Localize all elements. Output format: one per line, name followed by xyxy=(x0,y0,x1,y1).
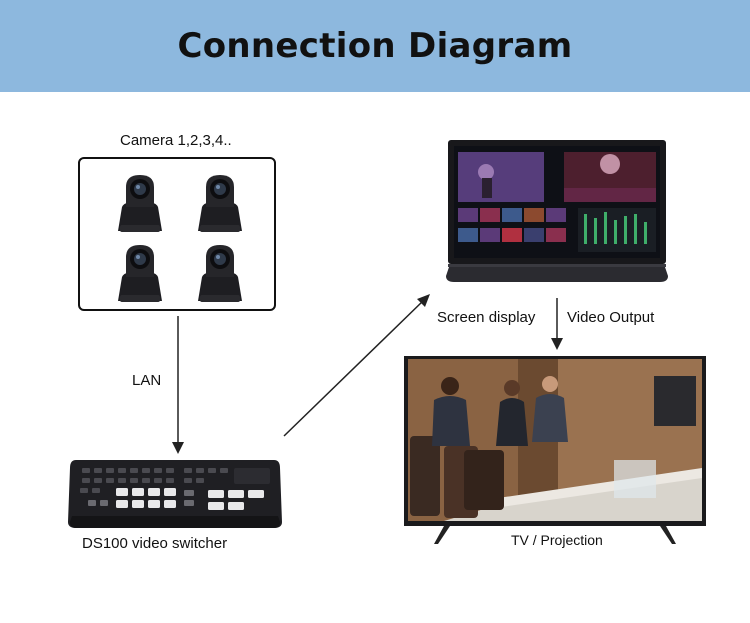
switcher-label: DS100 video switcher xyxy=(82,535,228,552)
lan-label: LAN xyxy=(132,372,162,389)
lan-arrow xyxy=(172,316,184,454)
title-banner: Connection Diagram xyxy=(0,0,750,92)
ptz-camera-icon xyxy=(198,175,242,232)
ptz-camera-icon xyxy=(118,175,162,232)
monitor-image xyxy=(446,140,668,282)
video-output-arrow xyxy=(551,298,563,350)
tv-label: TV / Projection xyxy=(511,532,603,548)
screen-display-label: Screen display xyxy=(437,309,536,326)
ptz-camera-icon xyxy=(118,245,162,302)
video-output-label: Video Output xyxy=(567,309,655,326)
cameras-label: Camera 1,2,3,4.. xyxy=(120,132,232,149)
page-title: Connection Diagram xyxy=(177,26,573,66)
camera-group xyxy=(78,157,276,311)
tv-image xyxy=(404,356,706,544)
ptz-camera-icon xyxy=(198,245,242,302)
video-switcher-image xyxy=(68,460,282,528)
diagonal-arrow xyxy=(283,294,430,437)
